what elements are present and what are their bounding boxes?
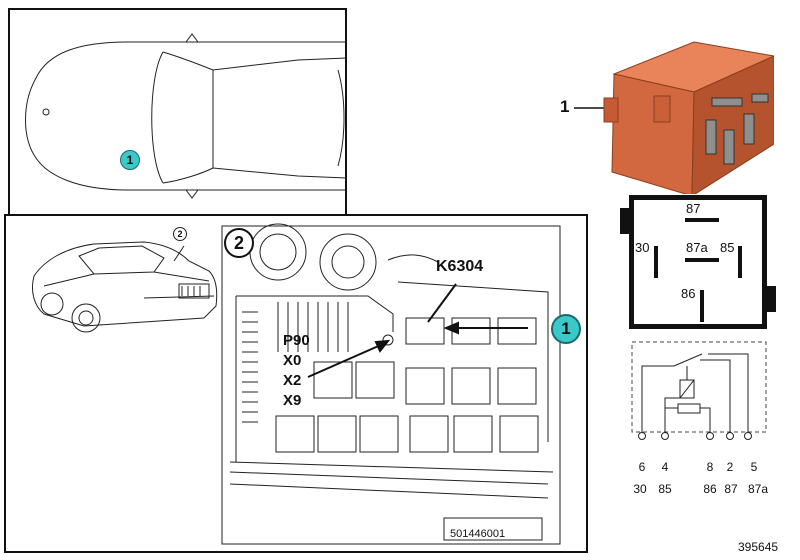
relay-designation-label: K6304 — [436, 258, 484, 275]
relay-schematic — [631, 341, 767, 440]
schematic-terminal-85: 85 — [658, 482, 672, 496]
car-top-view-drawing — [25, 33, 347, 199]
label-x2: X2 — [283, 372, 302, 389]
relay-photo — [574, 41, 774, 194]
relay-item-label: 1 — [560, 97, 570, 116]
pin-30-label: 30 — [635, 240, 650, 255]
drawing-number: 395645 — [738, 540, 779, 554]
schematic-terminal-87a: 87a — [747, 482, 769, 496]
location-panel: 2 — [4, 214, 588, 553]
label-p90: P90 — [283, 332, 310, 349]
fusebox-image-code: 501446001 — [450, 528, 506, 540]
pin-86-slot — [700, 290, 704, 322]
pin-87-slot — [685, 218, 719, 222]
schematic-pin-6: 6 — [638, 460, 646, 474]
pin-85-label: 85 — [720, 240, 735, 255]
pin-87a-label: 87a — [686, 240, 708, 255]
fusebox-panel-number: 2 — [224, 228, 254, 258]
top-view-panel: 1 — [8, 8, 347, 217]
pin-87-label: 87 — [686, 201, 701, 216]
schematic-terminal-87: 87 — [724, 482, 738, 496]
schematic-terminal-30: 30 — [633, 482, 647, 496]
callout-car-view: 2 — [173, 227, 187, 241]
schematic-terminal-86: 86 — [703, 482, 717, 496]
pin-85-slot — [738, 246, 742, 278]
callout-top-view: 1 — [120, 150, 140, 170]
fusebox-drawing — [221, 223, 561, 545]
schematic-pin-4: 4 — [661, 460, 669, 474]
schematic-pin-8: 8 — [706, 460, 714, 474]
car-perspective-drawing — [31, 241, 218, 333]
relay-pin-layout: 87 30 87a 85 86 — [629, 195, 767, 329]
pin-layout-tab-left — [620, 208, 629, 234]
pin-86-label: 86 — [681, 286, 696, 301]
schematic-pin-2: 2 — [726, 460, 734, 474]
label-x0: X0 — [283, 352, 302, 369]
callout-relay-location: 1 — [551, 314, 581, 344]
pin-30-slot — [654, 246, 658, 278]
label-x9: X9 — [283, 392, 302, 409]
pin-87a-slot — [685, 258, 719, 262]
schematic-pin-5: 5 — [750, 460, 758, 474]
pin-layout-tab-right — [767, 286, 776, 312]
